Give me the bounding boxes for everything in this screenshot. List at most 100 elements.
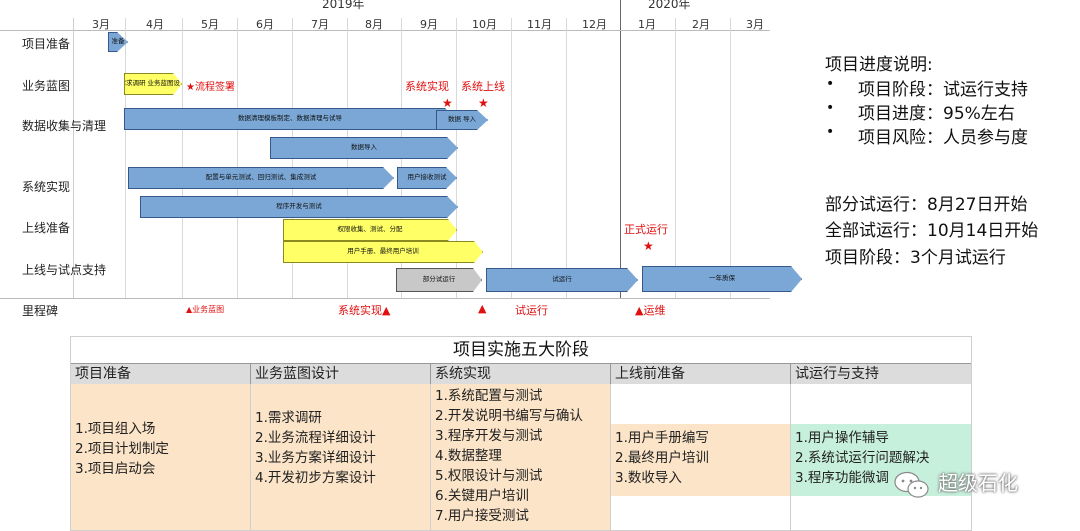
star-icon: ★ <box>478 96 489 110</box>
month-label: 4月 <box>146 18 164 31</box>
annotation-formal-run: 正式运行 <box>624 223 668 236</box>
year-divider <box>620 0 621 298</box>
row-label-support: 上线与试点支持 <box>22 263 107 277</box>
milestone-trial: 试运行 <box>515 304 548 317</box>
bar-partial-trial: 部分试运行 <box>396 268 482 292</box>
table-header-row: 项目准备 业务蓝图设计 系统实现 上线前准备 试运行与支持 <box>71 363 971 385</box>
grid-line <box>730 18 731 298</box>
table-cell: 5.权限设计与测试 <box>435 468 543 484</box>
bar-config-test: 配置与单元测试、回归测试、集成测试 <box>128 167 394 189</box>
month-label: 5月 <box>201 18 219 31</box>
grid-line <box>675 18 676 298</box>
wechat-icon <box>894 471 929 498</box>
grid-line <box>511 18 512 298</box>
table-cell: 6.关键用户培训 <box>435 488 529 504</box>
milestone-sys-impl: 系统实现▲ <box>338 304 391 317</box>
row-label-data: 数据收集与清理 <box>22 119 107 133</box>
grid-line <box>237 18 238 298</box>
grid-line <box>125 18 126 298</box>
table-cell: 2.业务流程详细设计 <box>255 430 376 446</box>
table-cell: 3.程序功能微调 <box>795 470 889 486</box>
bar-uat: 用户接收测试 <box>397 167 457 189</box>
table-cell: 7.用户接受测试 <box>435 508 529 524</box>
star-icon: ★ <box>643 239 654 253</box>
bar-trial-run: 试运行 <box>486 268 638 292</box>
row-label-milestone: 里程碑 <box>22 304 59 318</box>
bar-blueprint: 需求调研 业务蓝图设计 <box>124 73 182 95</box>
table-cell: 2.项目计划制定 <box>75 441 169 457</box>
month-label: 12月 <box>582 18 607 31</box>
table-cell: 2.系统试运行问题解决 <box>795 450 930 466</box>
month-label: 3月 <box>92 18 110 31</box>
table-column-system: 1.系统配置与测试 2.开发说明书编写与确认 3.程序开发与测试 4.数据整理 … <box>431 384 611 530</box>
table-cell: 3.程序开发与测试 <box>435 428 543 444</box>
year-label-2019: 2019年 <box>322 0 365 11</box>
table-cell: 1.用户操作辅导 <box>795 430 889 446</box>
table-cell-highlight <box>791 424 971 496</box>
notes-bullet: 项目进度：95%左右 <box>858 104 1015 124</box>
bullet-icon: • <box>826 76 835 92</box>
bar-permissions: 权限收集、测试、分配 <box>283 219 457 241</box>
bar-data-import-short: 数据 导入 <box>436 110 488 130</box>
table-header-cell: 试运行与支持 <box>795 366 879 382</box>
grid-line <box>182 18 183 298</box>
header-divider <box>0 30 770 31</box>
row-label-blueprint: 业务蓝图 <box>22 79 71 93</box>
notes-bullet: 项目风险：人员参与度 <box>858 128 1028 148</box>
annotation-sys-impl: 系统实现 <box>405 80 449 93</box>
month-label: 9月 <box>420 18 438 31</box>
table-cell-highlight <box>611 424 790 496</box>
milestone-divider <box>0 298 770 299</box>
table-column-trial: 1.用户操作辅导 2.系统试运行问题解决 3.程序功能微调 <box>791 384 971 530</box>
table-cell: 1.系统配置与测试 <box>435 388 543 404</box>
table-cell: 4.开发初步方案设计 <box>255 470 376 486</box>
row-label-project-prep: 项目准备 <box>22 37 71 51</box>
bar-data-cleaning: 数据清理模板制定、数据清理与试导 <box>124 108 456 130</box>
table-column-prep: 1.项目组入场 2.项目计划制定 3.项目启动会 <box>71 384 251 530</box>
notes-line: 全部试运行：10月14日开始 <box>825 221 1039 241</box>
notes-title: 项目进度说明: <box>825 55 933 75</box>
table-header-cell: 上线前准备 <box>611 364 791 384</box>
annotation-sys-golive: 系统上线 <box>461 80 505 93</box>
milestone-blueprint-label: ▲业务蓝图 <box>186 305 225 314</box>
month-label: 7月 <box>311 18 329 31</box>
table-cell: 3.业务方案详细设计 <box>255 450 376 466</box>
star-icon: ★ <box>442 96 453 110</box>
bar-dev-test: 程序开发与测试 <box>140 196 458 218</box>
year-label-2020: 2020年 <box>648 0 691 11</box>
table-cell: 2.最终用户培训 <box>615 450 709 466</box>
watermark-text: 超级石化 <box>938 471 1018 495</box>
table-header-cell: 业务蓝图设计 <box>251 364 431 384</box>
table-cell: 3.项目启动会 <box>75 461 156 477</box>
notes-bullet: 项目阶段：试运行支持 <box>858 80 1028 100</box>
table-cell: 1.用户手册编写 <box>615 430 709 446</box>
annotation-flow-signoff: ★流程签署 <box>186 82 235 93</box>
table-cell: 3.数收导入 <box>615 470 682 486</box>
table-column-golive-prep: 1.用户手册编写 2.最终用户培训 3.数收导入 <box>611 384 791 530</box>
table-header-cell: 项目准备 <box>71 364 251 384</box>
grid-line <box>456 18 457 298</box>
row-label-system: 系统实现 <box>22 180 71 194</box>
month-label: 3月 <box>746 18 764 31</box>
notes-line: 项目阶段：3个月试运行 <box>825 248 1006 268</box>
table-column-blueprint: 1.需求调研 2.业务流程详细设计 3.业务方案详细设计 4.开发初步方案设计 <box>251 384 431 530</box>
table-title: 项目实施五大阶段 <box>453 340 589 360</box>
row-label-golive-prep: 上线准备 <box>22 221 71 235</box>
notes-line: 部分试运行：8月27日开始 <box>825 195 1028 215</box>
month-label: 10月 <box>472 18 497 31</box>
month-label: 8月 <box>365 18 383 31</box>
milestone-operate: ▲运维 <box>635 304 666 317</box>
bullet-icon: • <box>826 124 835 140</box>
table-cell: 1.项目组入场 <box>75 421 156 437</box>
month-label: 1月 <box>638 18 656 31</box>
month-label: 6月 <box>256 18 274 31</box>
month-label: 2月 <box>692 18 710 31</box>
table-cell: 1.需求调研 <box>255 410 322 426</box>
table-cell: 2.开发说明书编写与确认 <box>435 408 583 424</box>
table-cell: 4.数据整理 <box>435 448 502 464</box>
table-header-cell: 系统实现 <box>431 364 611 384</box>
month-label: 11月 <box>527 18 552 31</box>
phases-table: 项目实施五大阶段 项目准备 业务蓝图设计 系统实现 上线前准备 试运行与支持 1… <box>70 336 972 531</box>
bullet-icon: • <box>826 100 835 116</box>
label-column-divider <box>73 18 74 298</box>
